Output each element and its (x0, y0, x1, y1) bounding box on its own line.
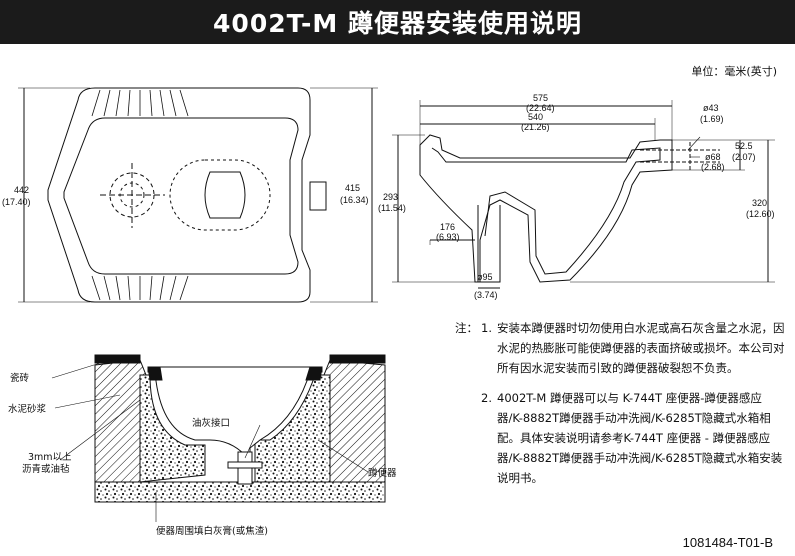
label-squat-pan: 蹲便器 (368, 467, 397, 479)
side-len2-in: (21.26) (521, 122, 550, 132)
note-number: 2. (481, 391, 492, 405)
side-d95-mm: ø95 (477, 272, 493, 282)
side-h293-in: (11.54) (378, 203, 406, 213)
side-h320-in: (12.60) (746, 209, 775, 219)
note-item: 注： 1. 安装本蹲便器时切勿使用白水泥或高石灰含量之水泥，因水泥的热膨胀可能使… (455, 318, 785, 378)
side-d68-in: (2.68) (701, 162, 725, 172)
top-width-mm: 442 (14, 185, 29, 195)
top-end-in: (16.34) (340, 195, 369, 205)
top-view (18, 87, 378, 303)
notes-heading: 注： (455, 321, 478, 335)
top-end-mm: 415 (345, 183, 360, 193)
note-number: 1. (481, 321, 492, 335)
label-asphalt-2: 沥青或油毡 (22, 463, 70, 475)
side-h176-in: (6.93) (436, 232, 460, 242)
label-putty-port: 油灰接口 (192, 417, 230, 429)
label-fill: 便器周围填白灰膏(或焦渣) (156, 525, 268, 537)
top-width-in: (17.40) (2, 197, 31, 207)
label-asphalt-1: 3mm以上 (28, 452, 72, 463)
title-bar: 4002T-M 蹲便器安装使用说明 (0, 0, 795, 44)
side-h293-mm: 293 (383, 192, 398, 202)
note-text: 4002T-M 蹲便器可以与 K-744T 座便器-蹲便器感应器/K-8882T… (497, 391, 783, 485)
side-len2-mm: 540 (528, 112, 543, 122)
label-mortar: 水泥砂浆 (8, 403, 47, 415)
document-number: 1081484-T01-B (682, 535, 773, 550)
side-len1-in: (22.64) (526, 103, 555, 113)
side-d43-mm: ø43 (703, 103, 719, 113)
side-d95-in: (3.74) (474, 290, 498, 300)
side-view (392, 100, 775, 289)
side-h52-in: (2.07) (732, 152, 756, 162)
side-h320-mm: 320 (752, 198, 767, 208)
side-len1-mm: 575 (533, 93, 548, 103)
side-d43-in: (1.69) (700, 114, 724, 124)
note-item: 2. 4002T-M 蹲便器可以与 K-744T 座便器-蹲便器感应器/K-88… (455, 388, 785, 488)
side-h52-mm: 52.5 (735, 141, 753, 151)
label-tile: 瓷砖 (10, 372, 30, 384)
side-h176-mm: 176 (440, 222, 455, 232)
note-text: 安装本蹲便器时切勿使用白水泥或高石灰含量之水泥，因水泥的热膨胀可能使蹲便器的表面… (497, 321, 785, 375)
units-label: 单位：毫米(英寸) (691, 65, 777, 78)
notes: 注： 1. 安装本蹲便器时切勿使用白水泥或高石灰含量之水泥，因水泥的热膨胀可能使… (455, 318, 785, 498)
side-d68-mm: ø68 (705, 152, 721, 162)
section-view (51, 354, 386, 522)
page-title: 4002T-M 蹲便器安装使用说明 (213, 9, 582, 38)
